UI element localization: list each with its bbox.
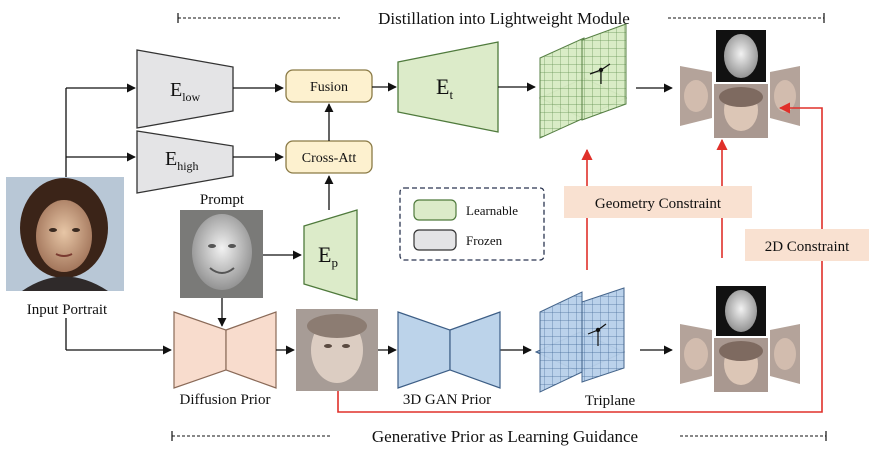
geometry-constraint-badge: Geometry Constraint (564, 186, 752, 218)
top-header: Distillation into Lightweight Module (177, 9, 825, 28)
prompt-label: Prompt (200, 192, 245, 208)
svg-text:Ep: Ep (318, 242, 338, 270)
encoder-high: Ehigh (136, 130, 234, 194)
triplane-bottom (534, 287, 626, 393)
svg-text:Ehigh: Ehigh (165, 148, 199, 173)
geometry-constraint-label: Geometry Constraint (595, 196, 722, 212)
two-d-constraint-badge: 2D Constraint (745, 229, 869, 261)
encoder-t-sub: t (449, 87, 453, 102)
bottom-title: Generative Prior as Learning Guidance (372, 427, 638, 446)
generated-portrait (296, 309, 378, 391)
input-portrait (6, 177, 124, 291)
encoder-t: Et (397, 41, 499, 133)
legend-frozen-swatch (413, 229, 457, 251)
legend-learnable-swatch (413, 199, 457, 221)
svg-text:Elow: Elow (170, 79, 201, 104)
prompt-image (180, 210, 263, 298)
cross-att-label: Cross-Att (302, 151, 357, 166)
diffusion-prior (173, 311, 277, 389)
gan-prior (397, 311, 501, 389)
render-bottom (680, 286, 800, 392)
prompt-arrows (217, 250, 302, 327)
encoder-low-main: E (170, 79, 182, 101)
encoder-low: Elow (136, 49, 234, 129)
encoder-t-main: E (436, 74, 449, 99)
fusion-label: Fusion (310, 80, 348, 95)
triplane-top (538, 23, 628, 139)
encoder-low-sub: low (182, 90, 200, 104)
top-title: Distillation into Lightweight Module (378, 9, 630, 28)
diffusion-prior-label: Diffusion Prior (180, 392, 271, 408)
fusion-module: Fusion (285, 69, 373, 103)
encoder-arrows (233, 83, 284, 162)
legend: Learnable Frozen (399, 187, 545, 261)
encoder-p: Ep (303, 209, 358, 301)
legend-learnable-label: Learnable (466, 203, 518, 218)
two-d-constraint-label: 2D Constraint (765, 239, 850, 255)
encoder-high-sub: high (177, 159, 198, 173)
triplane-label: Triplane (585, 393, 636, 409)
input-portrait-label: Input Portrait (27, 302, 108, 318)
encoder-high-main: E (165, 148, 177, 170)
encoder-p-main: E (318, 242, 331, 267)
svg-text:Et: Et (436, 74, 453, 102)
bottom-header: Generative Prior as Learning Guidance (171, 427, 827, 446)
render-top (680, 30, 800, 138)
encoder-p-sub: p (331, 255, 338, 270)
input-connectors (65, 83, 172, 355)
cross-att-module: Cross-Att (285, 140, 373, 174)
gan-prior-label: 3D GAN Prior (403, 392, 491, 408)
legend-frozen-label: Frozen (466, 233, 503, 248)
module-arrows (324, 82, 397, 210)
